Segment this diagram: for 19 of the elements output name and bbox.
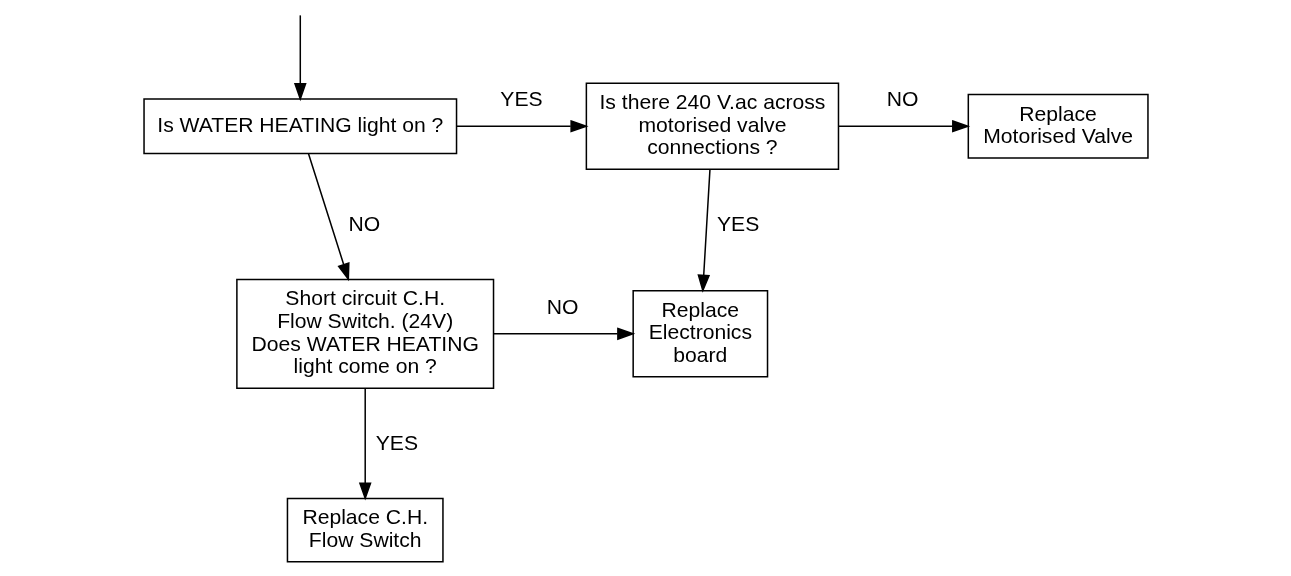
node-box: Replace Electronics board	[631, 290, 768, 378]
arrow	[837, 119, 970, 133]
edge-label: YES	[499, 87, 543, 111]
arrow	[293, 14, 307, 102]
node-box: Is there 240 V.ac across motorised valve connections ?	[585, 82, 839, 171]
node-box: Short circuit C.H. Flow Switch. (24V) Does WATER HEATING light come on ?	[235, 278, 494, 389]
edge-label: NO	[886, 87, 918, 111]
edge-label: NO	[546, 294, 578, 318]
edge-label: YES	[375, 430, 418, 454]
node-box: Is WATER HEATING light on ?	[142, 98, 457, 155]
arrow	[455, 119, 588, 133]
arrow	[492, 327, 635, 341]
node-box: Replace C.H. Flow Switch	[286, 497, 444, 563]
node-box: Replace Motorised Valve	[967, 93, 1149, 159]
arrow	[307, 152, 350, 282]
arrow	[696, 168, 711, 293]
edge-label: NO	[348, 211, 380, 235]
edge-label: YES	[716, 211, 759, 235]
arrow	[358, 387, 372, 501]
